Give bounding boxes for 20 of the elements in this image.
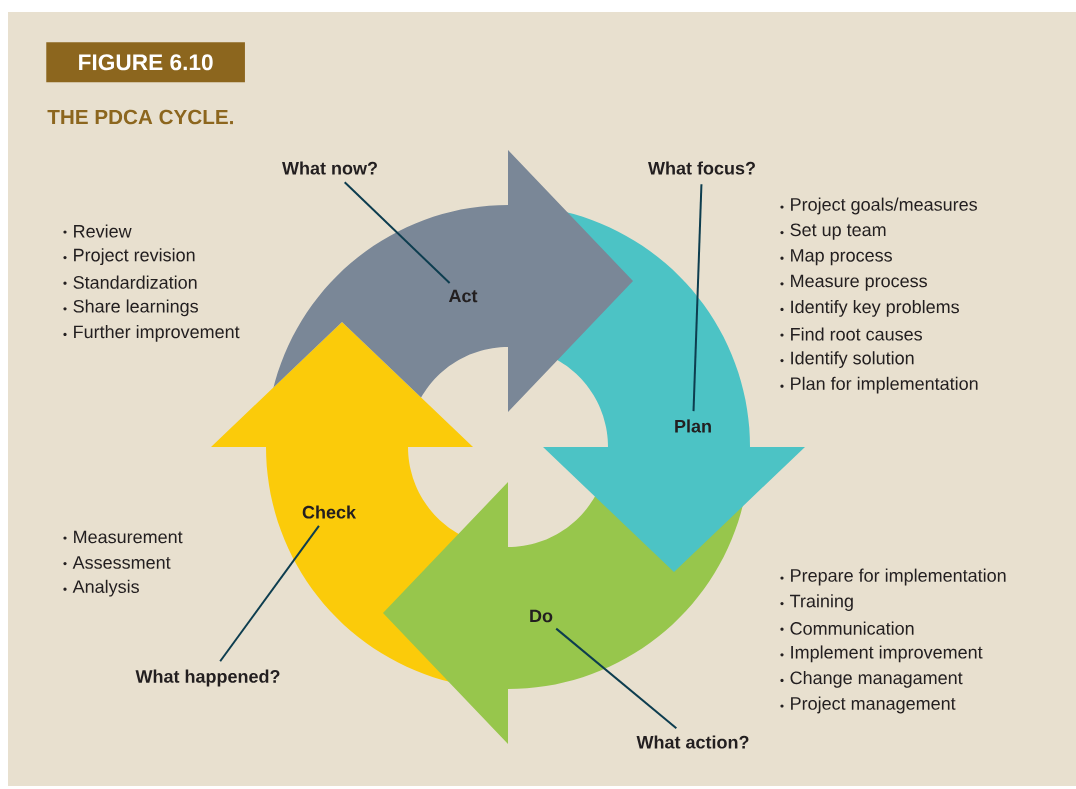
list-item: Communication <box>790 621 914 635</box>
leader-line <box>219 524 320 663</box>
list-item: Standardization <box>73 275 197 289</box>
leader-line <box>555 627 678 730</box>
leader-line <box>343 181 451 285</box>
list-item: Assessment <box>72 556 171 569</box>
question-label: What now? <box>282 161 377 175</box>
leader-line <box>692 183 703 413</box>
list-item: Share learnings <box>73 299 198 317</box>
list-item: Analysis <box>72 579 139 597</box>
list-item: Change managament <box>790 671 963 688</box>
list-item: Measurement <box>74 530 183 544</box>
question-label: What focus? <box>648 161 755 175</box>
list-item: Review <box>74 224 132 238</box>
figure-title: THE PDCA CYCLE. <box>47 109 233 125</box>
list-item: Project management <box>791 696 956 714</box>
list-item: Implement improvement <box>791 645 983 663</box>
figure-tag: FIGURE 6.10 <box>46 42 245 83</box>
list-item: Training <box>790 594 853 611</box>
list-item: Project revision <box>74 248 195 265</box>
